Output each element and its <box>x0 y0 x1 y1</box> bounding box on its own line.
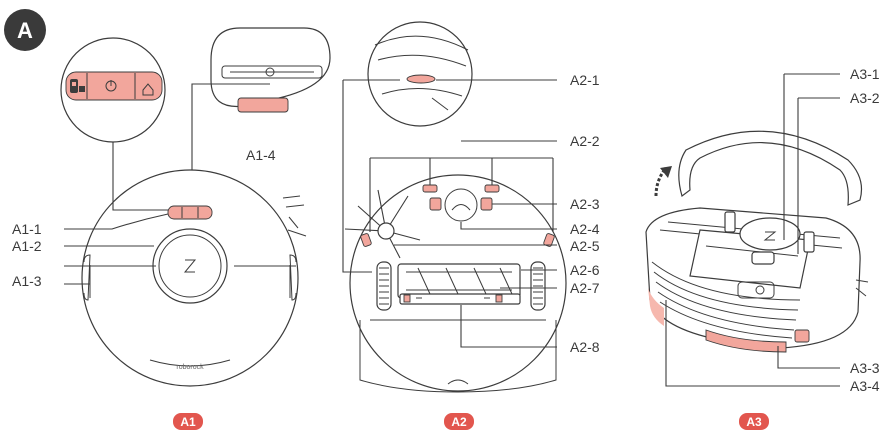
panel-pill-a2: A2 <box>444 413 474 430</box>
label-a2-7: A2-7 <box>570 280 600 296</box>
label-a1-1: A1-1 <box>12 221 42 237</box>
a1-side-brush <box>282 195 307 237</box>
a3-open-lid <box>678 130 863 206</box>
label-a3-4: A3-4 <box>850 378 880 394</box>
section-badge: A <box>4 9 46 51</box>
a3-lift-arrow <box>654 166 672 197</box>
a2-cliff-sensor-zoom <box>367 21 557 127</box>
svg-text:A1: A1 <box>180 415 196 429</box>
a2-bottom-view <box>342 21 567 393</box>
panel-pill-a3: A3 <box>739 413 769 430</box>
label-a3-3: A3-3 <box>850 360 880 376</box>
label-a1-3: A1-3 <box>12 273 42 289</box>
a2-side-brush <box>344 189 421 259</box>
a1-dock-contacts-zoom <box>191 27 331 170</box>
label-a2-6: A2-6 <box>570 262 600 278</box>
panel-pill-a1: A1 <box>173 413 203 430</box>
a1-brand-logo: roborock <box>176 364 204 371</box>
label-a2-4: A2-4 <box>570 221 600 237</box>
label-a2-3: A2-3 <box>570 196 600 212</box>
a1-top-view: roborock <box>60 27 331 387</box>
label-a2-2: A2-2 <box>570 133 600 149</box>
label-a1-4: A1-4 <box>246 147 276 163</box>
label-a3-1: A3-1 <box>850 66 880 82</box>
label-a3-2: A3-2 <box>850 90 880 106</box>
label-a1-2: A1-2 <box>12 238 42 254</box>
a1-buttons <box>167 205 213 220</box>
label-a2-8: A2-8 <box>570 339 600 355</box>
svg-text:A3: A3 <box>746 415 762 429</box>
label-a2-5: A2-5 <box>570 238 600 254</box>
label-a2-1: A2-1 <box>570 72 600 88</box>
badge-label: A <box>17 18 33 43</box>
svg-text:A2: A2 <box>451 415 467 429</box>
a1-buttons-zoom <box>60 37 168 211</box>
a3-lid-open-view <box>645 73 869 387</box>
